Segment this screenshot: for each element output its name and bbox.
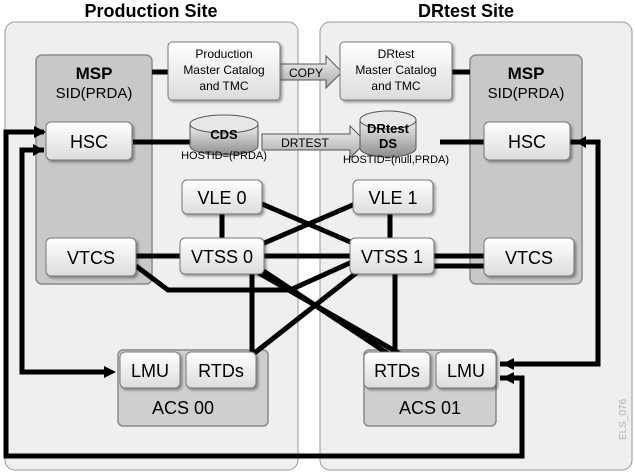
hsc-left-box <box>45 121 133 161</box>
acs01-lmu-label: LMU <box>447 361 485 381</box>
drtest-site-title: DRtest Site <box>418 1 514 21</box>
vtcs-right-box <box>483 237 575 277</box>
msp-left-sid: SID(PRDA) <box>56 85 133 102</box>
drtest-ds-hostid: HOSTID=(null,PRDA) <box>343 154 449 166</box>
vtss1-box <box>349 237 435 275</box>
svg-text:DRTEST: DRTEST <box>281 136 329 150</box>
drtest-ds-title-line2: DS <box>379 136 397 151</box>
production-catalog-box <box>167 41 281 101</box>
production-catalog-line1: Production <box>195 47 252 61</box>
msp-left-container <box>35 54 153 285</box>
acs00-rtds-box <box>185 351 257 389</box>
vle0-box <box>181 179 263 215</box>
cds-hostid: HOSTID=(PRDA) <box>181 150 267 162</box>
vtcs-left-box <box>45 237 137 277</box>
msp-left-title: MSP <box>76 64 113 83</box>
vtss0-label: VTSS 0 <box>191 247 253 267</box>
drtest-arrow: DRTEST <box>261 124 367 160</box>
vle0-label: VLE 0 <box>197 188 246 208</box>
acs00-lmu-label: LMU <box>131 361 169 381</box>
msp-right-container <box>469 54 583 285</box>
cds-cylinder <box>189 114 259 156</box>
cds-title: CDS <box>210 127 238 142</box>
hsc-right-box <box>483 121 571 161</box>
msp-right-sid: SID(PRDA) <box>488 85 565 102</box>
acs01-lmu-box <box>435 351 497 389</box>
vle1-box <box>352 179 434 215</box>
drtest-ds-title-line1: DRtest <box>367 121 410 136</box>
acs00-title: ACS 00 <box>152 398 214 418</box>
vle1-label: VLE 1 <box>368 188 417 208</box>
vtss0-box <box>179 237 265 275</box>
acs00-lmu-box <box>119 351 181 389</box>
vtcs-left-label: VTCS <box>67 248 115 268</box>
vtss1-label: VTSS 1 <box>361 247 423 267</box>
drtest-catalog-box <box>339 41 453 101</box>
drtest-catalog-line2: Master Catalog <box>355 63 436 77</box>
production-site-title: Production Site <box>84 1 217 21</box>
drtest-catalog-line1: DRtest <box>378 47 415 61</box>
production-catalog-line2: Master Catalog <box>183 63 264 77</box>
drtest-ds-cylinder <box>359 110 417 158</box>
acs01-rtds-box <box>363 351 431 389</box>
hsc-right-label: HSC <box>508 132 546 152</box>
arrowheads <box>33 126 586 384</box>
figure-id-watermark: ELS_076 <box>618 398 629 440</box>
drtest-catalog-line3: and TMC <box>371 79 420 93</box>
acs00-rtds-label: RTDs <box>198 361 244 381</box>
acs01-title: ACS 01 <box>399 398 461 418</box>
copy-arrow: COPY <box>279 54 343 90</box>
connection-lines <box>3 69 601 459</box>
svg-text:COPY: COPY <box>289 66 323 80</box>
hsc-left-label: HSC <box>70 132 108 152</box>
vtcs-right-label: VTCS <box>505 248 553 268</box>
msp-right-title: MSP <box>508 64 545 83</box>
acs01-rtds-label: RTDs <box>374 361 420 381</box>
production-catalog-line3: and TMC <box>199 79 248 93</box>
